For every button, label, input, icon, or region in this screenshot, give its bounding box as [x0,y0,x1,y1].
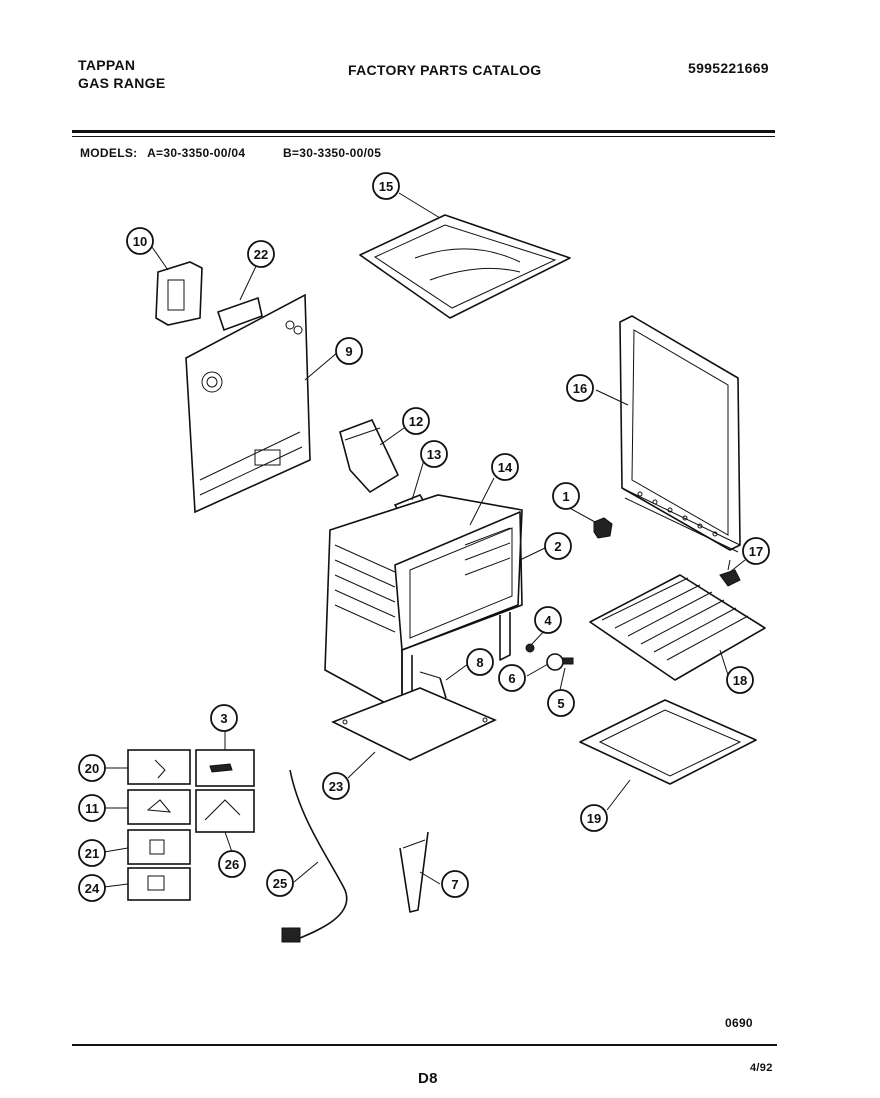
svg-text:22: 22 [254,247,268,262]
callout-7: 7 [441,870,469,898]
callout-26: 26 [218,850,246,878]
burner-box-part [339,418,400,494]
svg-text:2: 2 [554,539,561,554]
hardware-kit-boxes [127,749,255,901]
svg-text:7: 7 [451,877,458,892]
svg-text:9: 9 [345,344,352,359]
svg-text:3: 3 [220,711,227,726]
callout-11: 11 [78,794,106,822]
leader-lines [103,192,746,888]
callout-18: 18 [726,666,754,694]
callout-20: 20 [78,754,106,782]
model-a: A=30-3350-00/04 [147,146,246,160]
callout-23: 23 [322,772,350,800]
callout-10: 10 [126,227,154,255]
back-panel-part [185,293,311,514]
callout-6: 6 [498,664,526,692]
svg-text:26: 26 [225,857,239,872]
svg-text:11: 11 [85,801,99,816]
bracket-part [155,261,203,326]
spring-clip-part [399,831,429,913]
footer-rule [72,1044,777,1046]
svg-text:4: 4 [544,613,552,628]
model-b: B=30-3350-00/05 [282,146,382,160]
revision-date: 4/92 [750,1062,773,1074]
callout-19: 19 [580,804,608,832]
pin-part [419,671,447,699]
callout-16: 16 [566,374,594,402]
callout-5: 5 [547,689,575,717]
svg-text:17: 17 [749,544,763,559]
header-rule-thick [72,130,775,133]
brand-name: TAPPAN [78,57,136,73]
bottom-panel-part [331,687,497,761]
catalog-title: FACTORY PARTS CATALOG [348,62,542,78]
svg-text:19: 19 [587,811,601,826]
header-rule-thin [72,136,775,137]
svg-text:10: 10 [133,234,147,249]
callout-13: 13 [420,440,448,468]
callout-24: 24 [78,874,106,902]
catalog-number: 5995221669 [688,60,769,76]
callout-21: 21 [78,839,106,867]
door-frame-part [619,315,741,553]
svg-text:15: 15 [379,179,393,194]
callout-1: 1 [552,482,580,510]
broiler-pan-part [579,699,757,785]
svg-text:18: 18 [733,673,747,688]
svg-text:23: 23 [329,779,343,794]
leveling-leg-part [719,559,741,587]
clip-part [593,517,613,539]
svg-text:25: 25 [273,876,287,891]
svg-text:24: 24 [85,881,100,896]
models-line: MODELS: A=30-3350-00/04 B=30-3350-00/05 [80,146,381,160]
callout-9: 9 [335,337,363,365]
callout-3: 3 [210,704,238,732]
svg-text:1: 1 [562,489,569,504]
callout-12: 12 [402,407,430,435]
callout-17: 17 [742,537,770,565]
svg-text:12: 12 [409,414,423,429]
valve-parts [525,643,574,671]
svg-text:5: 5 [557,696,564,711]
page-number: D8 [418,1070,438,1087]
callout-4: 4 [534,606,562,634]
callout-25: 25 [266,869,294,897]
svg-text:13: 13 [427,447,441,462]
drawing-code: 0690 [725,1016,753,1030]
oven-body-part [324,494,523,716]
product-name: GAS RANGE [78,75,166,91]
top-panel-part [359,214,571,319]
callout-2: 2 [544,532,572,560]
svg-text:8: 8 [476,655,483,670]
callout-14: 14 [491,453,519,481]
spacer-block-part [216,296,263,332]
models-label: MODELS: [80,146,138,160]
callout-15: 15 [372,172,400,200]
callout-8: 8 [466,648,494,676]
svg-text:6: 6 [508,671,515,686]
svg-text:14: 14 [498,460,513,475]
svg-text:21: 21 [85,846,99,861]
callout-22: 22 [247,240,275,268]
svg-text:20: 20 [85,761,99,776]
power-cord-part [281,769,348,943]
oven-rack-part [589,574,766,681]
svg-text:16: 16 [573,381,587,396]
